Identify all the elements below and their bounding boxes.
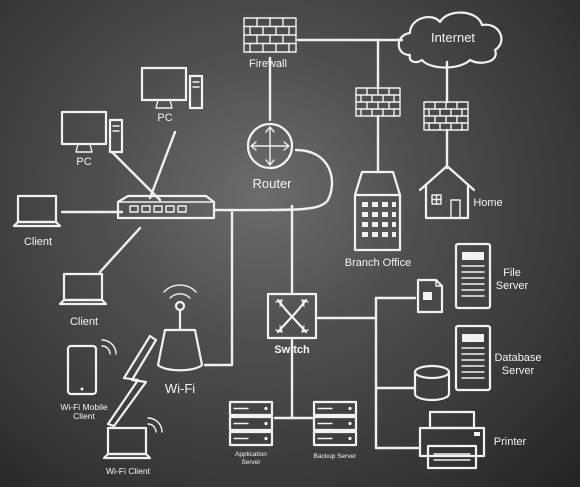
pc-icon (140, 66, 204, 110)
wire-to-wifi (203, 210, 234, 367)
file-server-label-line2: Server (496, 280, 529, 292)
file-server-label-line1: File (503, 267, 521, 279)
application-server-label-line2: Server (241, 459, 261, 466)
wire-router-hub (212, 148, 334, 212)
branch-office-label: Branch Office (345, 257, 411, 269)
home-label: Home (473, 197, 502, 209)
client-left-label: Client (24, 236, 52, 248)
switch-label: Switch (274, 344, 310, 356)
router-label: Router (252, 176, 292, 191)
wifi-mobile-label-line2: Client (73, 411, 95, 421)
client-bottom-label: Client (70, 316, 98, 328)
pc-icon (60, 110, 124, 154)
backup-server-label: Backup Server (314, 453, 357, 460)
wire-hub-pc-top (148, 130, 177, 200)
database-server-label-line2: Server (502, 365, 535, 377)
lightning-icon (106, 334, 158, 428)
router-icon (246, 122, 294, 170)
internet-label: Internet (431, 30, 475, 45)
building-icon (353, 170, 402, 252)
wifi-access-point-icon (156, 284, 204, 372)
server-icon (454, 242, 492, 310)
database-icon (413, 364, 451, 402)
connection-lines (60, 38, 449, 450)
wire-hub-client-bottom (98, 226, 142, 274)
tablet-icon (66, 339, 117, 396)
house-icon (418, 164, 476, 220)
application-server-label-line1: Application (235, 451, 267, 458)
server-icon (312, 400, 358, 447)
hub-icon (116, 194, 216, 220)
printer-icon (418, 410, 486, 470)
pc-top-label: PC (157, 112, 172, 124)
pc-left-label: PC (76, 156, 91, 168)
firewall-icon (243, 17, 297, 53)
switch-icon (266, 292, 318, 340)
printer-label: Printer (494, 436, 527, 448)
cloud-icon (397, 11, 503, 69)
firewall-icon (355, 87, 401, 117)
database-server-label-line1: Database (494, 352, 541, 364)
firewall-label: Firewall (249, 58, 287, 70)
document-icon (416, 278, 444, 314)
laptop-icon (58, 272, 108, 306)
firewall-icon (423, 101, 469, 131)
wifi-label: Wi-Fi (165, 381, 195, 396)
server-icon (454, 324, 492, 392)
laptop-icon (12, 194, 62, 228)
laptop-icon (102, 426, 152, 460)
server-icon (228, 400, 274, 447)
wifi-client-label: Wi-Fi Client (106, 466, 151, 476)
wifi-mobile-label-line1: Wi-Fi Mobile (60, 402, 107, 412)
wifi-signal-icon (147, 417, 163, 433)
